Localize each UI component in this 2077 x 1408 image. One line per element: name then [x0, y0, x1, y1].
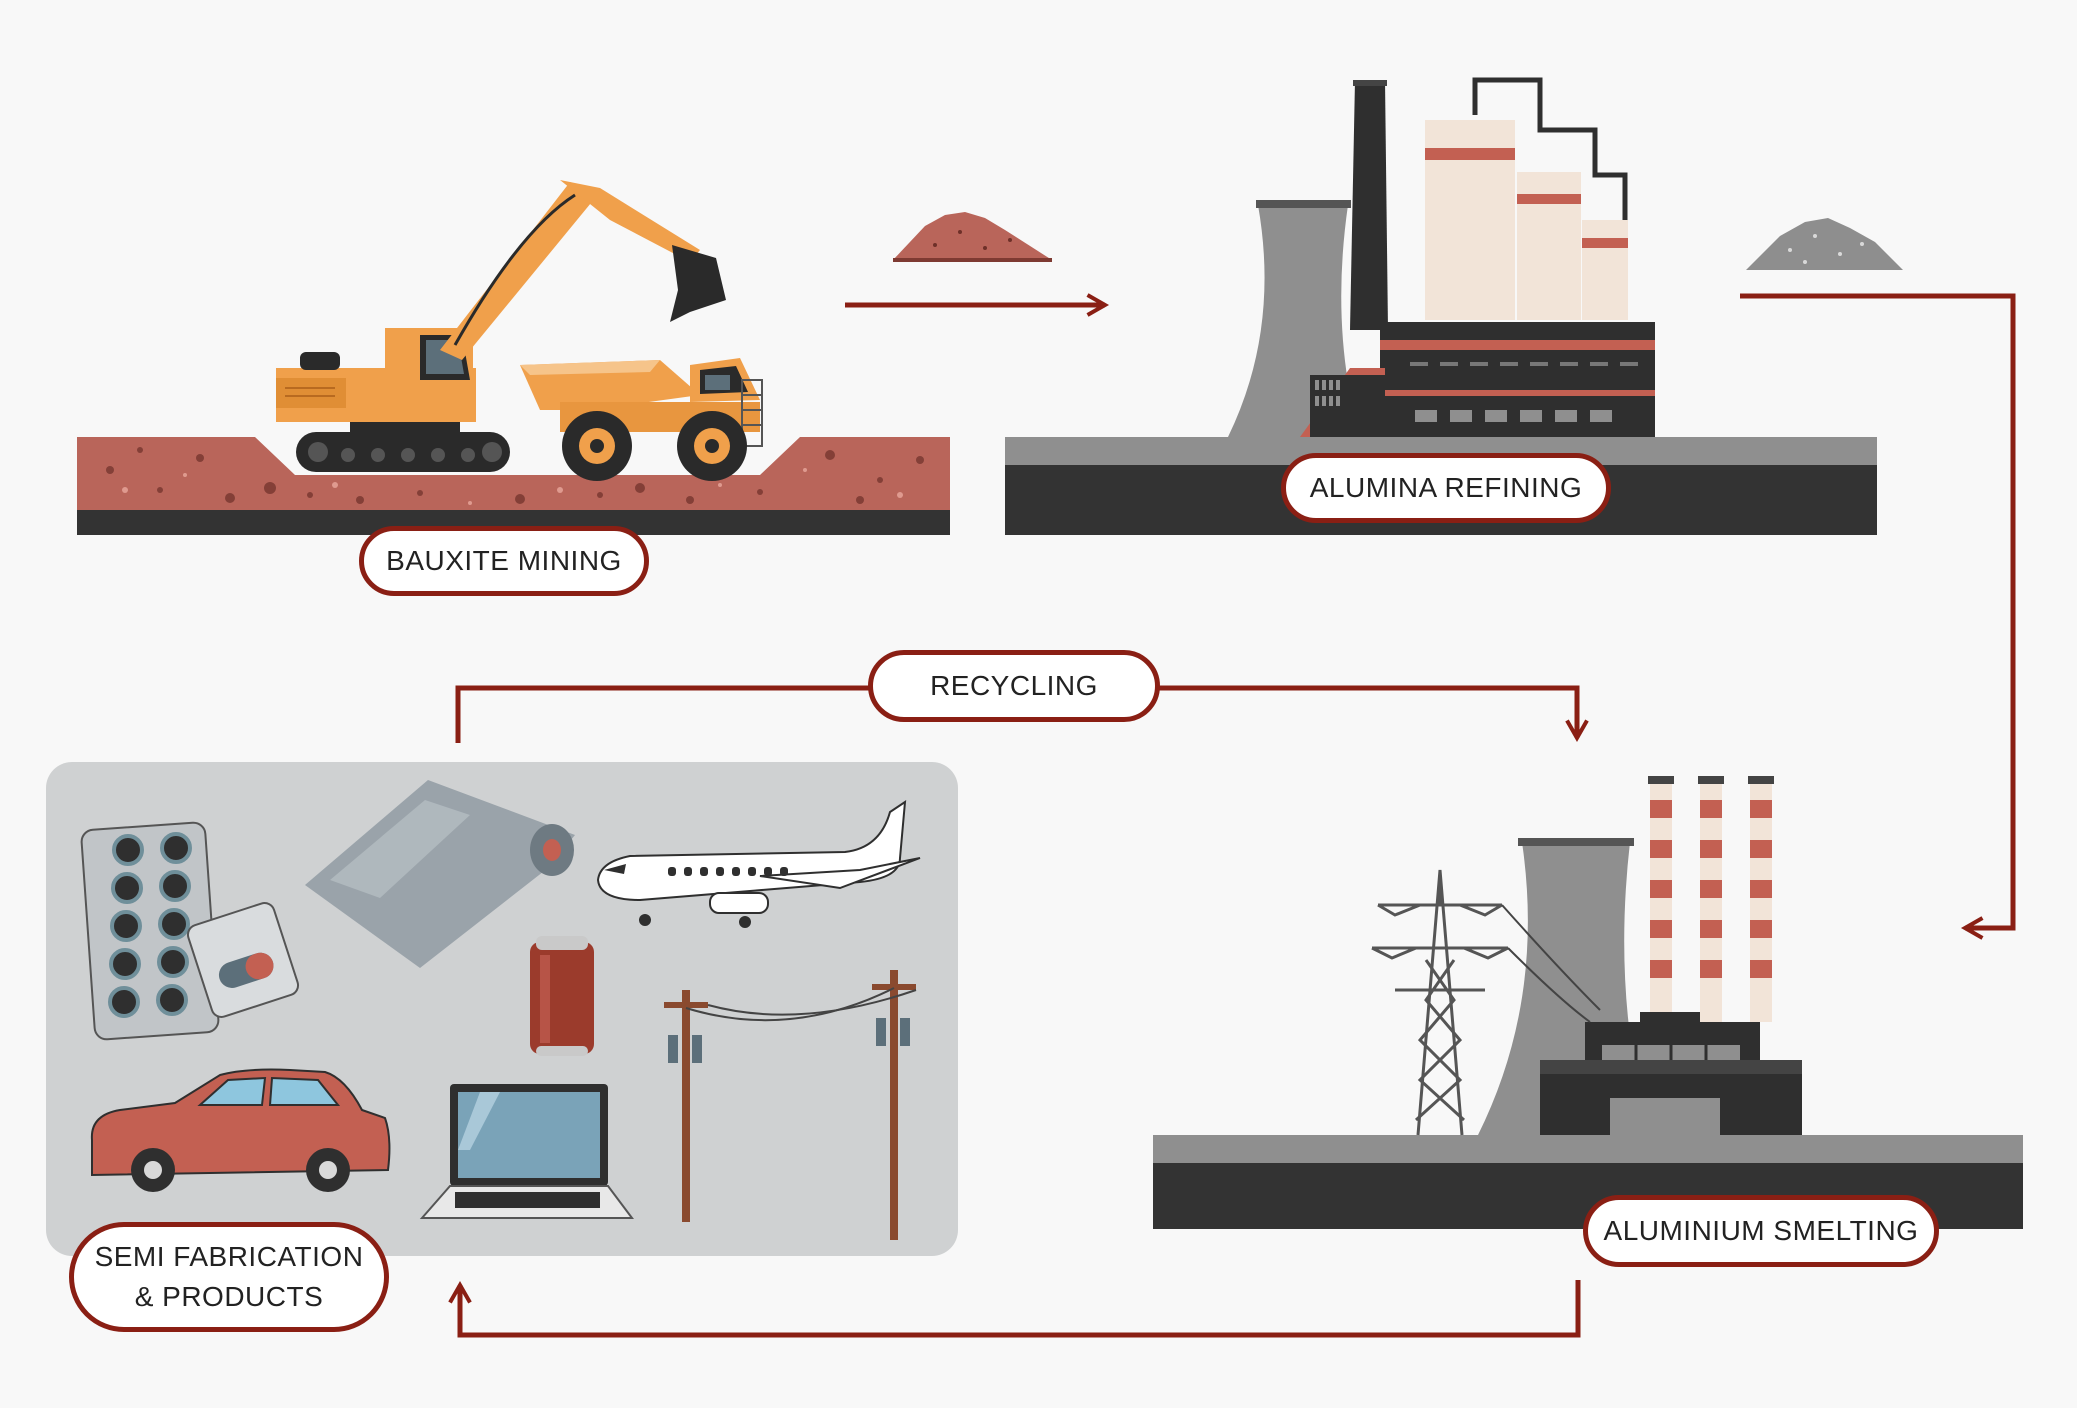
- bauxite-mining-scene: [77, 180, 1052, 535]
- excavator-icon: [276, 180, 726, 472]
- smelting-to-products-arrow: [448, 1280, 1581, 1338]
- bauxite-mining-text: BAUXITE MINING: [386, 545, 622, 576]
- alumina-refining-scene: [1005, 77, 1903, 535]
- smelter-icon: [1540, 1012, 1802, 1135]
- blister-pack-icon: [80, 821, 300, 1041]
- bauxite-mining-label: BAUXITE MINING: [359, 526, 649, 596]
- products-panel: [46, 762, 958, 1256]
- semi-fabrication-text-line2: & PRODUCTS: [134, 1281, 324, 1312]
- semi-fabrication-label: SEMI FABRICATION & PRODUCTS: [69, 1222, 389, 1332]
- refinery-icon: [1300, 77, 1655, 437]
- refining-to-smelting-arrow: [1740, 293, 2016, 940]
- semi-fabrication-text-line1: SEMI FABRICATION: [94, 1241, 364, 1272]
- alumina-refining-text: ALUMINA REFINING: [1309, 472, 1583, 503]
- foil-roll-icon: [305, 780, 575, 968]
- soda-can-icon: [530, 936, 594, 1056]
- car-icon: [90, 1068, 391, 1192]
- bauxite-ground: [77, 437, 950, 535]
- power-pylon-icon: [1371, 869, 1601, 1136]
- aluminium-smelting-text: ALUMINIUM SMELTING: [1603, 1215, 1919, 1246]
- aluminium-smelting-scene: [1153, 776, 2023, 1229]
- recycling-text: RECYCLING: [930, 670, 1098, 701]
- alumina-refining-label: ALUMINA REFINING: [1281, 453, 1611, 523]
- alumina-pile-icon: [1746, 218, 1903, 270]
- laptop-icon: [419, 1084, 634, 1219]
- chimney-icon: [1648, 776, 1774, 1022]
- dump-truck-icon: [520, 358, 763, 481]
- recycling-label: RECYCLING: [868, 650, 1160, 722]
- aluminium-smelting-label: ALUMINIUM SMELTING: [1583, 1195, 1939, 1267]
- utility-poles-icon: [664, 970, 917, 1240]
- airplane-icon: [596, 800, 921, 928]
- bauxite-pile-icon: [893, 212, 1052, 262]
